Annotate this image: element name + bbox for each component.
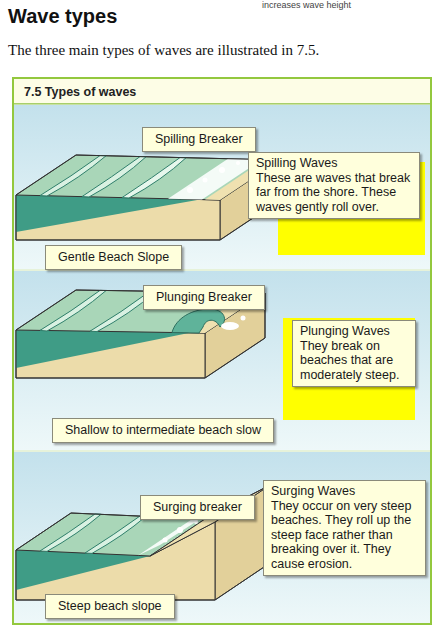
spilling-block [16, 155, 280, 240]
cut-note: increases wave height [262, 0, 351, 10]
illustration-part [163, 538, 168, 543]
illustration-part [40, 290, 106, 331]
illustration-part [221, 322, 239, 330]
illustration-part [241, 316, 246, 321]
illustration-part [40, 514, 101, 551]
box-body: These are waves that break far from the … [256, 171, 412, 215]
illustration-part [16, 330, 190, 368]
illustration-part [236, 161, 240, 165]
illustration-part [16, 290, 265, 333]
illustration-part [219, 167, 225, 173]
illustration-part [16, 195, 220, 240]
description-box: Plunging WavesThey break on beaches that… [292, 320, 416, 387]
illustration-part [16, 195, 200, 232]
box-text: Spilling Breaker [155, 132, 243, 147]
figure-heading: 7.5 Types of waves [14, 79, 430, 105]
box-heading: Spilling Waves [256, 156, 412, 171]
box-body: They break on beaches that are moderatel… [300, 339, 408, 383]
illustration-part [187, 187, 193, 193]
box-text: Shallow to intermediate beach slow [65, 423, 261, 438]
plunging-block [16, 290, 265, 378]
figure-background [14, 79, 430, 623]
slope-label: Steep beach slope [45, 594, 175, 619]
box-heading: Plunging Waves [300, 324, 408, 339]
illustration-part [14, 103, 430, 105]
illustration-part [177, 527, 183, 533]
illustration-part [14, 271, 430, 450]
box-text: Gentle Beach Slope [58, 250, 169, 265]
illustration-part [122, 158, 186, 198]
box-text: Surging breaker [153, 500, 242, 515]
illustration-part [14, 79, 430, 623]
breaker-label: Surging breaker [140, 495, 255, 520]
illustration-part [16, 550, 150, 590]
box-heading: Surging Waves [271, 484, 418, 499]
description-box: Surging WavesThey occur on very steep be… [263, 480, 426, 576]
figure-frame: 7.5 Types of wavesSpilling BreakerSpilli… [12, 77, 432, 625]
surging-block [16, 485, 270, 600]
illustration-part [16, 155, 280, 200]
illustration-part [14, 452, 430, 623]
description-box: Spilling WavesThese are waves that break… [248, 152, 420, 219]
illustration-part [283, 318, 415, 420]
illustration-part [172, 309, 225, 333]
box-text: Plunging Breaker [156, 290, 252, 305]
breaker-label: Spilling Breaker [142, 127, 256, 152]
illustration-part [16, 290, 265, 378]
breaker-label: Plunging Breaker [143, 285, 265, 310]
box-text: Steep beach slope [58, 599, 162, 614]
page-title: Wave types [8, 4, 117, 28]
illustration-part [16, 485, 270, 600]
illustration-part [85, 516, 146, 553]
illustration-part [194, 520, 198, 524]
slope-label: Shallow to intermediate beach slow [52, 418, 274, 443]
illustration-part [16, 330, 205, 378]
box-body: They occur on very steep beaches. They r… [271, 499, 418, 572]
illustration-part [203, 178, 208, 183]
intro-text: The three main types of waves are illust… [8, 41, 438, 59]
illustration-part [14, 105, 430, 269]
illustration-part [16, 155, 280, 240]
slope-label: Gentle Beach Slope [45, 245, 182, 270]
